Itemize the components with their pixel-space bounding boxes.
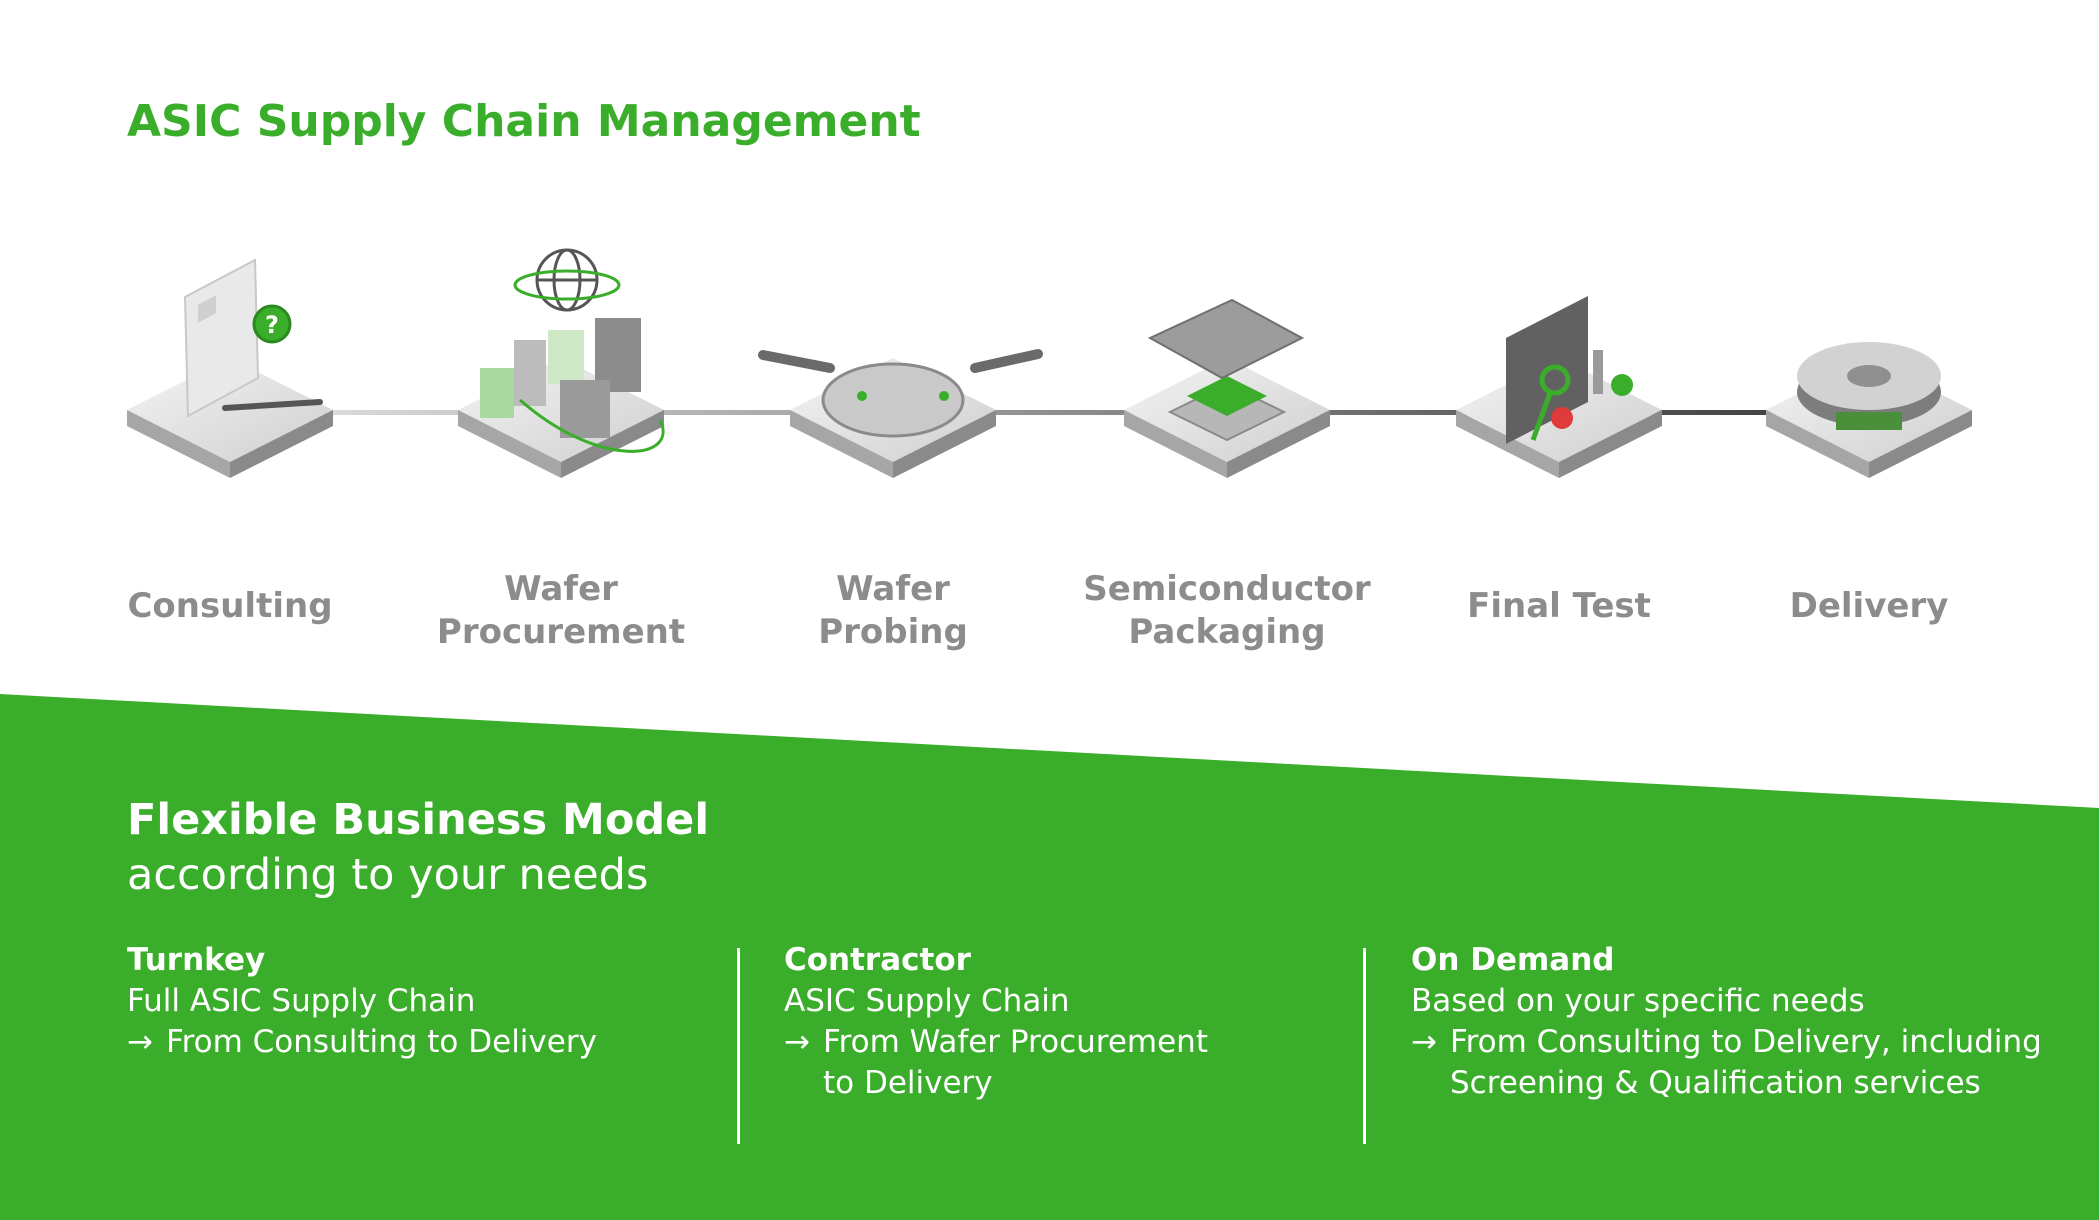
stage-label-line: Semiconductor — [1083, 569, 1371, 609]
wafer-probing-icon — [758, 349, 1043, 478]
arrow-right-icon: → — [1411, 1024, 1437, 1060]
business-option-detail-text: to Delivery — [823, 1065, 993, 1101]
business-option-desc: ASIC Supply Chain — [784, 983, 1070, 1019]
business-option-name: Contractor — [784, 942, 971, 978]
business-option-contractor: Contractor ASIC Supply Chain → From Wafer… — [784, 940, 1208, 1104]
business-option-detail: → From Wafer Procurement — [784, 1022, 1208, 1063]
business-option-desc: Full ASIC Supply Chain — [127, 983, 476, 1019]
business-option-detail: → From Consulting to Delivery, including — [1411, 1022, 2042, 1063]
process-flow-diagram: ? — [127, 248, 1972, 478]
stage-label-line: Wafer — [504, 569, 618, 609]
option-divider — [1363, 948, 1366, 1144]
business-option-name: Turnkey — [127, 942, 266, 978]
business-option-detail-text: From Consulting to Delivery — [166, 1024, 597, 1060]
stage-label-line: Delivery — [1789, 586, 1949, 626]
business-option-turnkey: Turnkey Full ASIC Supply Chain → From Con… — [127, 940, 597, 1063]
stage-label-final-test: Final Test — [1399, 585, 1719, 628]
stage-label-line: Wafer — [836, 569, 950, 609]
business-option-name: On Demand — [1411, 942, 1615, 978]
business-option-detail-text: Screening & Qualification services — [1450, 1065, 1981, 1101]
consulting-document-icon: ? — [127, 258, 333, 478]
final-test-icon — [1456, 296, 1662, 478]
stage-label-line: Packaging — [1128, 612, 1326, 652]
page-title: ASIC Supply Chain Management — [127, 96, 921, 147]
stage-label-consulting: Consulting — [70, 585, 390, 628]
arrow-right-icon: → — [127, 1024, 153, 1060]
stage-label-semiconductor-packaging: Semiconductor Packaging — [1047, 568, 1407, 654]
reel-delivery-icon — [1766, 342, 1972, 478]
option-divider — [737, 948, 740, 1144]
business-option-detail-text: From Consulting to Delivery, including — [1450, 1024, 2042, 1060]
arrow-right-icon: → — [784, 1024, 810, 1060]
business-model-title: Flexible Business Model — [127, 795, 710, 845]
stage-label-wafer-probing: Wafer Probing — [733, 568, 1053, 654]
svg-text:?: ? — [265, 311, 279, 339]
business-option-on-demand: On Demand Based on your specific needs →… — [1411, 940, 2042, 1104]
business-option-desc: Based on your specific needs — [1411, 983, 1865, 1019]
stage-label-wafer-procurement: Wafer Procurement — [401, 568, 721, 654]
green-band-shape — [0, 694, 2099, 1220]
business-option-detail: → From Consulting to Delivery — [127, 1022, 597, 1063]
stage-label-line: Probing — [818, 612, 968, 652]
stage-label-delivery: Delivery — [1709, 585, 2029, 628]
business-model-subtitle: according to your needs — [127, 850, 649, 900]
chip-packaging-icon — [1124, 298, 1330, 478]
business-option-detail-text: From Wafer Procurement — [823, 1024, 1208, 1060]
wafer-procurement-factory-icon — [458, 248, 665, 478]
stage-label-line: Consulting — [127, 586, 333, 626]
process-connector-line — [230, 410, 1930, 415]
stage-label-line: Procurement — [436, 612, 686, 652]
stage-label-line: Final Test — [1467, 586, 1651, 626]
